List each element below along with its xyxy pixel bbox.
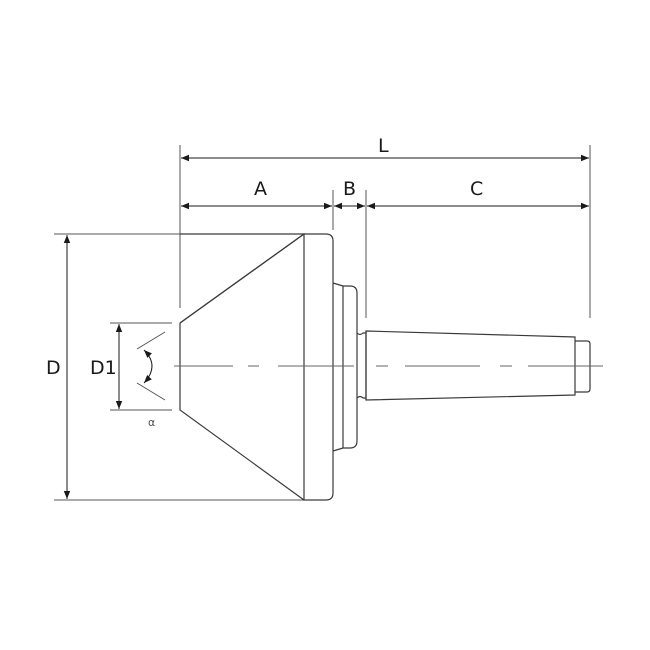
label-D1: D1 bbox=[90, 357, 117, 379]
dimension-A: A bbox=[181, 178, 332, 210]
dimension-D1: D1 bbox=[90, 324, 123, 409]
label-C: C bbox=[470, 178, 483, 200]
neck-groove bbox=[356, 332, 366, 399]
part-body bbox=[179, 233, 591, 501]
angle-indicator: α bbox=[136, 331, 166, 429]
cone bbox=[179, 233, 306, 501]
collar bbox=[332, 282, 358, 452]
label-A: A bbox=[254, 178, 267, 200]
dimension-B: B bbox=[334, 178, 365, 210]
dimension-D: D bbox=[46, 235, 71, 499]
label-D: D bbox=[46, 357, 61, 379]
extension-lines bbox=[54, 145, 591, 501]
label-B: B bbox=[343, 178, 356, 200]
flange bbox=[303, 233, 334, 501]
dimension-C: C bbox=[367, 178, 589, 210]
label-angle: α bbox=[148, 416, 155, 429]
dimension-L: L bbox=[181, 135, 589, 162]
label-L: L bbox=[378, 135, 389, 157]
